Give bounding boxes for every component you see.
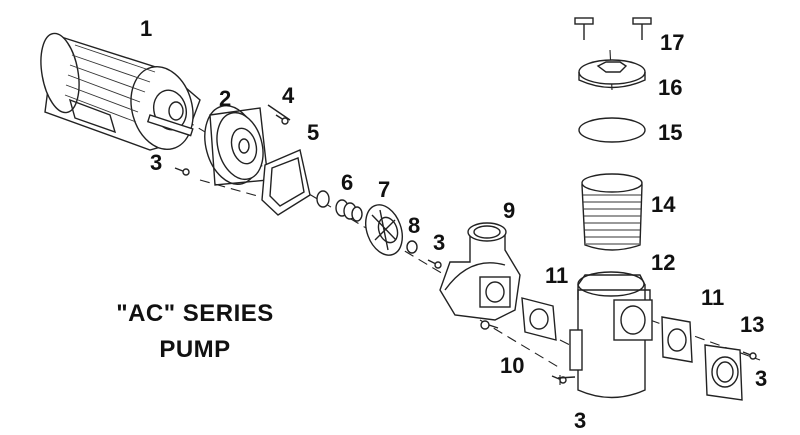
knob-left (574, 17, 594, 40)
callout-screw-flange: 3 (755, 366, 767, 391)
callout-shaft-seal: 6 (341, 170, 353, 195)
flange-gasket-right (661, 316, 693, 363)
knob-right (632, 17, 652, 40)
callout-screw-left: 3 (150, 150, 162, 175)
callout-impeller: 7 (378, 177, 390, 202)
leader-lines (267, 104, 576, 379)
callout-gasket: 5 (307, 120, 319, 145)
flange-gasket-left (521, 297, 557, 341)
screw-flange-icon (742, 351, 757, 360)
seal-plate (204, 105, 269, 186)
lid (578, 59, 646, 89)
drain-plug-icon (480, 320, 499, 330)
callout-lid: 16 (658, 75, 682, 100)
callout-strainer-body: 12 (651, 250, 675, 275)
gasket (261, 149, 311, 216)
impeller (365, 204, 403, 256)
callout-knob: 17 (660, 30, 684, 55)
callout-basket: 14 (651, 192, 676, 217)
volute (439, 222, 521, 321)
diagram-title-line2: PUMP (159, 336, 231, 363)
callout-screw-bottom: 3 (574, 408, 586, 433)
screw-impeller-icon (427, 259, 442, 269)
callout-screw-impeller: 3 (433, 230, 445, 255)
callout-o-ring: 15 (658, 120, 682, 145)
callout-flange-gasket-left: 11 (545, 263, 568, 288)
callout-screw-top: 4 (282, 83, 295, 108)
o-ring (578, 117, 646, 143)
callout-motor: 1 (140, 16, 152, 41)
callout-seal-plate: 2 (219, 86, 231, 111)
washer (406, 240, 418, 254)
flange (704, 344, 743, 401)
callout-flange-gasket-right: 11 (701, 285, 724, 310)
shaft-seal (316, 190, 363, 222)
callout-flange: 13 (740, 312, 764, 337)
strainer-body (569, 271, 653, 399)
motor (40, 32, 201, 151)
callout-labels: 1 2 3 4 5 6 7 8 3 9 10 11 12 14 15 16 17… (140, 16, 767, 433)
callout-volute: 9 (503, 198, 515, 223)
callout-washer: 8 (408, 213, 420, 238)
screw-left-icon (174, 167, 190, 176)
callout-drain-plug: 10 (500, 353, 524, 378)
basket (581, 173, 643, 251)
screw-top-icon (275, 114, 289, 125)
diagram-title-line1: "AC" SERIES (116, 300, 274, 327)
screw-bottom-icon (551, 375, 567, 384)
